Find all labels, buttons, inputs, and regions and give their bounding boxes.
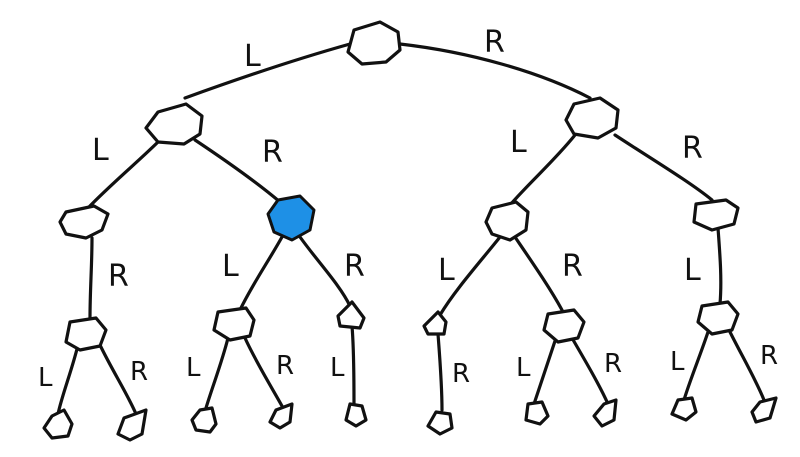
edge-n2-0-right: [88, 236, 94, 320]
label-n3-0-left: L: [38, 363, 53, 393]
node-n3-2: [336, 300, 366, 330]
node-leaf-1: [116, 408, 148, 442]
edge-n2-2-right: [513, 235, 564, 312]
edge-n3-1-left: [204, 336, 230, 410]
node-leaf-7: [592, 398, 618, 428]
edge-n1-0-left: [86, 138, 162, 210]
label-n3-5-left: L: [670, 347, 685, 377]
edge-n1-2-right: [613, 133, 714, 202]
label-n2-1-right: R: [344, 249, 365, 284]
node-n3-3: [422, 310, 448, 336]
node-leaf-9: [750, 396, 778, 424]
node-leaf-0: [42, 408, 74, 440]
label-n3-2-left: L: [330, 353, 345, 383]
label-n1-0-left: L: [92, 133, 109, 168]
label-n2-0-right: R: [108, 259, 129, 294]
edge-root-right: [398, 42, 592, 100]
label-n3-3-right: R: [452, 359, 470, 389]
edge-n2-1-right: [298, 235, 352, 308]
edge-n1-0-right: [193, 138, 282, 204]
label-n2-2-left: L: [438, 253, 455, 288]
edge-n2-3-left: [716, 226, 723, 306]
label-root-left: L: [244, 39, 261, 74]
node-leaf-8: [670, 396, 698, 422]
label-n3-4-left: L: [516, 353, 531, 383]
edge-n2-2-left: [438, 235, 502, 317]
label-n3-4-right: R: [604, 349, 622, 379]
edge-n3-3-right: [436, 332, 444, 412]
node-n3-1: [212, 306, 256, 342]
edge-n3-2-left: [350, 324, 356, 406]
label-n1-2-left: L: [510, 125, 527, 160]
edge-n3-4-right: [570, 336, 610, 406]
label-n3-5-right: R: [760, 341, 778, 371]
edge-n1-2-left: [508, 133, 577, 207]
label-n2-1-left: L: [222, 249, 239, 284]
edge-n2-1-left: [238, 235, 284, 312]
edge-n3-4-left: [532, 336, 558, 406]
label-n3-0-right: R: [130, 357, 148, 387]
label-n1-0-right: R: [262, 135, 283, 170]
label-n3-1-right: R: [276, 351, 294, 381]
node-n3-0: [64, 316, 108, 352]
label-n3-1-left: L: [186, 353, 201, 383]
edge-n3-0-left: [56, 343, 80, 416]
edge-root-left: [183, 42, 352, 100]
edge-n3-5-right: [728, 330, 766, 402]
label-n2-2-right: R: [562, 249, 583, 284]
node-n1-0: [144, 102, 204, 146]
edge-labels: L R L R L R R L R L R L L R L R L R L R …: [38, 25, 778, 393]
node-leaf-6: [524, 400, 550, 426]
node-leaf-4: [344, 402, 368, 428]
node-n3-4: [542, 308, 586, 344]
label-n1-2-right: R: [682, 131, 703, 166]
node-leaf-5: [426, 410, 454, 436]
nodes: [42, 20, 778, 442]
node-n2-0: [58, 204, 110, 240]
node-leaf-2: [190, 406, 218, 434]
label-root-right: R: [484, 25, 505, 60]
node-n2-1-highlighted: [266, 194, 316, 242]
edge-n3-5-left: [682, 330, 710, 402]
edges: [56, 42, 766, 416]
node-n2-2: [484, 200, 530, 242]
label-n2-3-left: L: [684, 253, 701, 288]
node-n1-2: [564, 96, 620, 140]
edge-n3-1-right: [243, 336, 284, 408]
edge-n3-0-right: [98, 343, 138, 416]
node-root: [346, 20, 402, 66]
node-n3-5: [696, 300, 740, 336]
node-n2-3: [692, 198, 740, 232]
node-leaf-3: [268, 402, 294, 430]
